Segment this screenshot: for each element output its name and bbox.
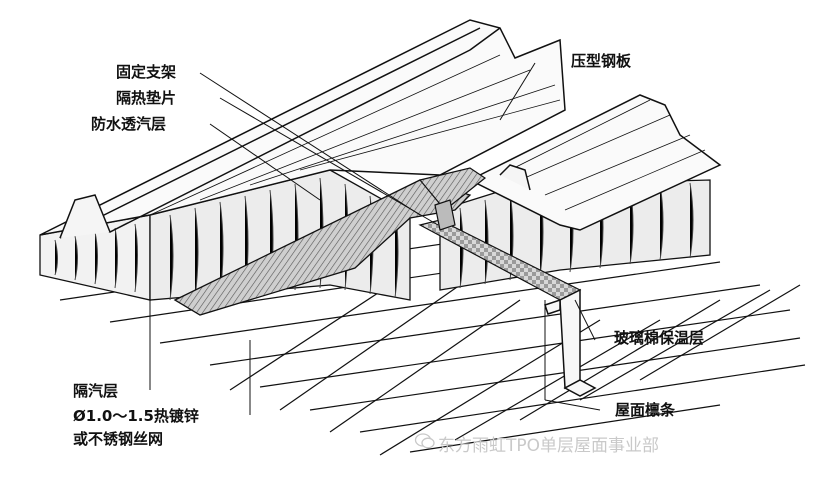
- wire-mesh: [59, 214, 806, 456]
- membrane-right-strip: [418, 167, 487, 211]
- fixed-bracket: [434, 199, 456, 231]
- label-thermal-pad: 隔热垫片: [116, 89, 177, 107]
- profiled-steel-sheet: [39, 19, 722, 239]
- label-fixed-bracket: 固定支架: [116, 63, 177, 81]
- label-glass-wool-layer: 玻璃棉保温层: [614, 329, 705, 347]
- watermark-text: 东方雨虹TPO单层屋面事业部: [438, 436, 660, 456]
- label-mesh-material: 或不锈钢丝网: [73, 430, 164, 448]
- label-mesh-spec: Ø1.0～1.5热镀锌: [73, 407, 199, 425]
- label-vapor-permeable-layer: 防水透汽层: [91, 115, 167, 133]
- wechat-icon: [414, 433, 435, 449]
- label-roof-purlin: 屋面檩条: [615, 401, 676, 419]
- label-profiled-steel-sheet: 压型钢板: [571, 52, 632, 70]
- z-purlin: [544, 288, 597, 397]
- label-vapor-barrier: 隔汽层: [73, 382, 119, 400]
- leader-lines: [149, 62, 601, 415]
